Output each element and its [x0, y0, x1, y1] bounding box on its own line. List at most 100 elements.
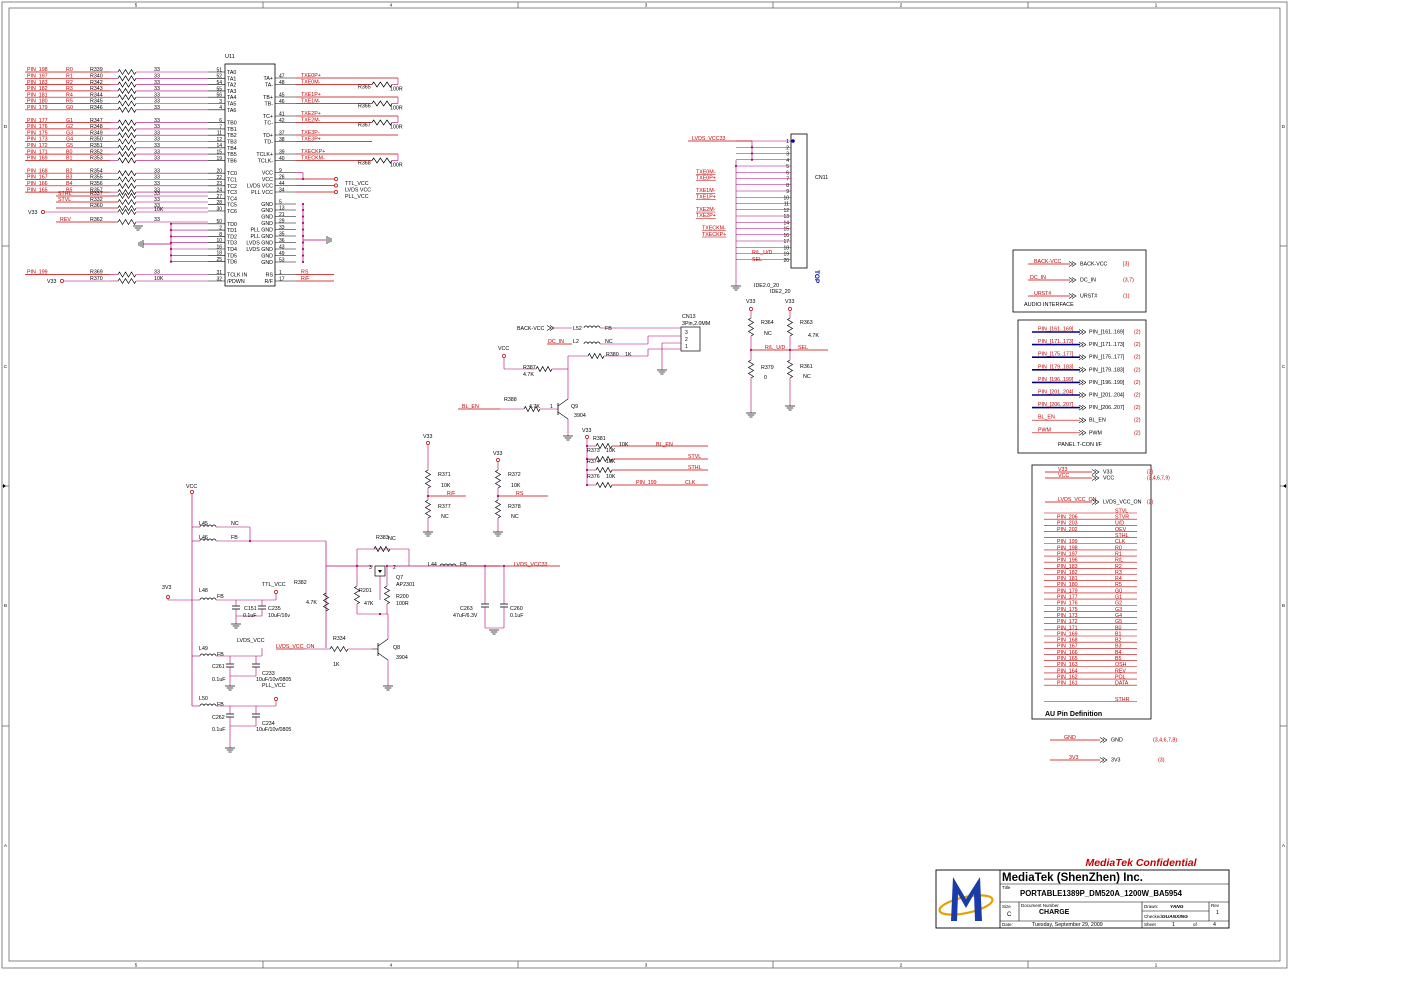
u11-pin-number: 12	[216, 137, 222, 143]
resistor	[595, 455, 613, 463]
port-label: 3V3	[1111, 758, 1120, 764]
port-label: URST#	[1080, 294, 1097, 300]
power-port-icon	[426, 441, 430, 445]
resistor-value: 33	[154, 74, 160, 80]
resistor	[523, 405, 541, 413]
net-label: TXE1P+	[301, 92, 321, 98]
ground-symbol	[785, 405, 795, 411]
label: PIN_[206..207]	[1038, 402, 1074, 408]
zone-label: B	[4, 603, 7, 608]
label: R5	[1115, 582, 1122, 588]
label: PIN_177	[1057, 595, 1078, 601]
label: R361	[800, 364, 813, 370]
label: C233	[262, 671, 275, 677]
port-label: V33	[1103, 470, 1112, 476]
label: C263	[460, 606, 473, 612]
label: PIN_199	[636, 480, 657, 486]
u11-pin-number: 32	[216, 276, 222, 282]
label: 4.7K	[529, 404, 540, 410]
label: R0	[1115, 545, 1122, 551]
label: GUANXING	[1162, 914, 1188, 920]
label: 100R	[396, 601, 409, 607]
inductor	[439, 563, 457, 567]
u11-pin-number: 9	[279, 168, 282, 174]
label: R1	[1115, 551, 1122, 557]
port-label: BL_EN	[1089, 418, 1106, 424]
net-label: PLL_VCC	[345, 194, 369, 200]
junction-dot	[301, 234, 305, 238]
resistor-value: 33	[154, 270, 160, 276]
u11-pin-name: TA-	[265, 83, 273, 89]
resistor-ref: R360	[90, 203, 103, 209]
series-resistor	[117, 75, 137, 82]
u11-pin-number: 6	[219, 118, 222, 124]
u11-pin-number: 36	[279, 238, 285, 244]
label: Document Number	[1021, 903, 1059, 908]
u11-pin-name: TC2	[227, 184, 237, 190]
label: 3Pin,2.0MM	[682, 321, 710, 327]
label: (2)	[1134, 418, 1141, 424]
u11-pin-number: 33	[279, 225, 285, 231]
label: TTL_VCC	[262, 582, 286, 588]
label: BACK-VCC	[1034, 259, 1062, 265]
u11-pin-name: TD2	[227, 234, 237, 240]
label: 10K	[606, 448, 616, 454]
resistor-value: 100R	[390, 125, 403, 131]
junction-dot	[169, 254, 173, 257]
label: R378	[508, 504, 521, 510]
resistor-value: 100R	[390, 163, 403, 169]
signal-label: R5	[66, 99, 73, 105]
u11-pin-number: 54	[216, 80, 222, 86]
u11-pin-name: TA0	[227, 70, 236, 76]
series-resistor	[117, 208, 137, 216]
port-arrow-icon	[1099, 757, 1108, 763]
ground-symbol	[731, 285, 741, 291]
junction-dot	[750, 146, 754, 149]
power-port-icon	[60, 279, 64, 283]
label: L48	[199, 588, 208, 594]
label: BL_EN	[462, 404, 479, 410]
u11-pin-name: GND	[261, 215, 273, 221]
label: G4	[1115, 613, 1122, 619]
label: R/L	[1115, 558, 1123, 564]
u11-pin-name: GND	[261, 208, 273, 214]
label: CN11	[815, 175, 828, 181]
net-label: TXE1M-	[301, 99, 321, 105]
label: POL	[1115, 674, 1126, 680]
resistor	[747, 359, 755, 379]
label: (2)	[1134, 393, 1141, 399]
label: R/L_U/D	[765, 345, 785, 351]
junction-dot	[750, 152, 754, 155]
u11-pin-number: 45	[279, 92, 285, 98]
port-arrow-icon	[1068, 261, 1077, 267]
frame-marker-icon	[1283, 484, 1286, 488]
inductor	[199, 703, 217, 707]
label: 2	[393, 565, 396, 571]
inductor	[199, 653, 217, 657]
label: CLK	[1115, 539, 1126, 545]
label: V33	[423, 434, 432, 440]
zone-label: 3	[645, 963, 648, 968]
series-resistor	[117, 144, 137, 151]
net-label: LVDS_VCC33	[514, 562, 548, 568]
inductor	[199, 538, 217, 542]
label: RS	[516, 491, 524, 497]
label: (2)	[1134, 355, 1141, 361]
u11-pin-name: GND	[261, 202, 273, 208]
resistor	[424, 499, 432, 519]
resistor-ref: R356	[90, 181, 103, 187]
pin-number: 17	[783, 239, 789, 245]
label: B1	[1115, 631, 1122, 637]
series-resistor	[117, 157, 137, 164]
net-label: PIN_181	[27, 92, 48, 98]
u11-pin-number: 21	[279, 212, 285, 218]
signal-label: B1	[66, 156, 73, 162]
resistor	[353, 585, 361, 605]
label: C261	[212, 664, 225, 670]
audio-box	[1012, 249, 1147, 313]
u11-pin-name: TB4	[227, 146, 237, 152]
net-label: LVDS_VCC_ON	[276, 644, 315, 650]
u11-pin-name: TC0	[227, 171, 237, 177]
label: 4.7K	[523, 372, 534, 378]
u11-pin-name: TD-	[264, 140, 273, 146]
